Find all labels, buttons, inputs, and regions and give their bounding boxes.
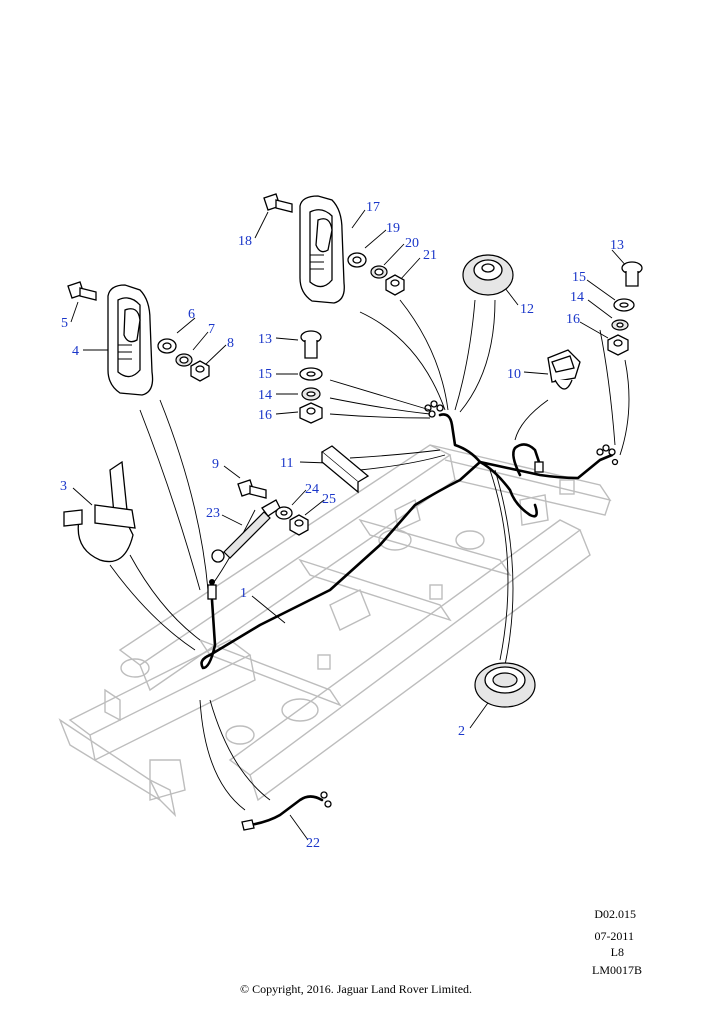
callout-12: 12 xyxy=(520,302,534,317)
harness-clip-part-4 xyxy=(107,284,154,396)
callout-9: 9 xyxy=(212,457,219,472)
clip-part-10 xyxy=(547,349,581,390)
callout-25: 25 xyxy=(322,492,336,507)
callout-2: 2 xyxy=(458,724,465,739)
diagram-date: 07-2011 xyxy=(594,929,634,943)
callout-3: 3 xyxy=(60,479,67,494)
earth-strap-part-23 xyxy=(211,499,281,563)
cable-tie-part-3 xyxy=(63,460,136,563)
connector-cluster-rear xyxy=(596,444,619,466)
washer-part-24 xyxy=(275,506,293,520)
washer-part-15-centre xyxy=(299,367,323,381)
callout-15-rear: 15 xyxy=(572,270,586,285)
callout-8: 8 xyxy=(227,336,234,351)
washer-part-14-centre xyxy=(301,387,321,401)
callout-16-rear: 16 xyxy=(566,312,580,327)
washer-part-19 xyxy=(347,252,367,268)
callout-21: 21 xyxy=(423,248,437,263)
callout-6: 6 xyxy=(188,307,195,322)
callout-7: 7 xyxy=(208,322,215,337)
callout-5: 5 xyxy=(61,316,68,331)
main-harness xyxy=(200,413,614,670)
washer-part-6 xyxy=(157,338,177,354)
leader-lines xyxy=(109,299,630,811)
diagram-code: D02.015 xyxy=(594,907,636,921)
pointer-lines xyxy=(70,209,629,841)
diagram-level: L8 xyxy=(610,945,624,959)
callout-14-centre: 14 xyxy=(258,388,272,403)
nut-part-21 xyxy=(385,274,405,296)
callout-15-centre: 15 xyxy=(258,367,272,382)
callout-19: 19 xyxy=(386,221,400,236)
bolt-part-18 xyxy=(263,193,293,213)
callout-4: 4 xyxy=(72,344,79,359)
washer-part-7 xyxy=(175,353,193,367)
callout-23: 23 xyxy=(206,506,220,521)
grommet-part-12 xyxy=(462,254,514,296)
callout-18: 18 xyxy=(238,234,252,249)
callout-13-centre: 13 xyxy=(258,332,272,347)
nut-part-25 xyxy=(289,514,309,536)
callout-22: 22 xyxy=(306,836,320,851)
link-lead-part-22 xyxy=(241,791,332,831)
callout-20: 20 xyxy=(405,236,419,251)
callout-1: 1 xyxy=(240,586,247,601)
nut-part-16-rear xyxy=(607,334,629,356)
screw-part-13-centre xyxy=(300,330,322,359)
sleeve-part-11 xyxy=(320,445,370,494)
washer-part-20 xyxy=(370,265,388,279)
copyright-notice: © Copyright, 2016. Jaguar Land Rover Lim… xyxy=(239,982,473,996)
callout-14-rear: 14 xyxy=(570,290,584,305)
chassis-frame xyxy=(58,444,612,818)
callout-labels: 1 2 3 4 5 6 7 8 9 10 11 12 13 15 14 16 1… xyxy=(60,200,624,851)
nut-part-16-centre xyxy=(299,402,323,424)
callout-16-centre: 16 xyxy=(258,408,272,423)
callout-10: 10 xyxy=(507,367,521,382)
bolt-part-9 xyxy=(237,479,267,499)
grommet-part-2 xyxy=(474,662,536,708)
washer-part-14-rear xyxy=(611,319,629,331)
diagram-reference: LM0017B xyxy=(591,963,642,977)
callout-24: 24 xyxy=(305,482,319,497)
harness-clip-part-17 xyxy=(299,195,345,304)
nut-part-8 xyxy=(190,360,210,382)
bolt-part-5 xyxy=(67,281,97,301)
callout-13-rear: 13 xyxy=(610,238,624,253)
callout-11: 11 xyxy=(280,456,293,471)
callout-17: 17 xyxy=(366,200,380,215)
washer-part-15-rear xyxy=(613,298,635,312)
screw-part-13-rear xyxy=(621,261,643,287)
